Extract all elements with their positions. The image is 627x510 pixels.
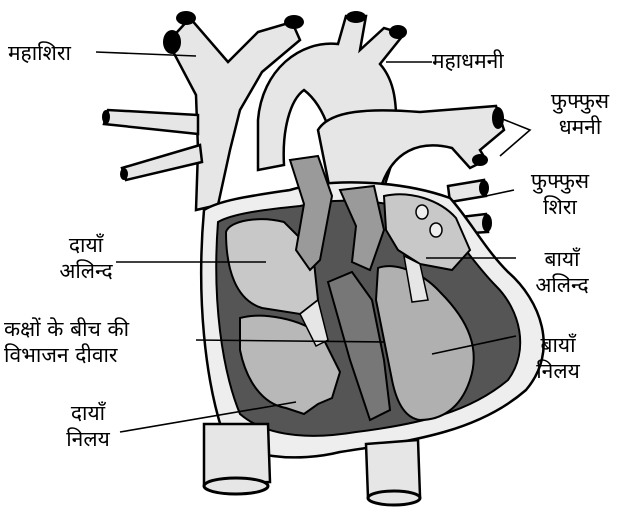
label-aorta: महाधमनी xyxy=(432,48,504,74)
label-left-atrium-line1: बायाँ xyxy=(516,246,608,272)
label-right-atrium-line2: अलिन्द xyxy=(44,258,128,284)
label-right-ventricle-line1: दायाँ xyxy=(46,400,130,426)
pa-opening-1 xyxy=(492,107,504,129)
label-pulmonary-vein-line2: शिरा xyxy=(514,194,606,220)
left-branch-vessel-2 xyxy=(122,145,202,180)
label-left-atrium: बायाँ अलिन्द xyxy=(516,246,608,298)
label-pulmonary-vein: फुफ्फुस शिरा xyxy=(514,168,606,220)
inferior-vena-cava xyxy=(204,424,270,484)
label-right-atrium-line1: दायाँ xyxy=(44,232,128,258)
label-vena-cava: महाशिरा xyxy=(8,40,71,66)
ivc-opening xyxy=(204,478,268,494)
branch-opening-2 xyxy=(120,168,128,180)
aorta-opening-1 xyxy=(346,11,366,23)
leader-pulmonary-vein xyxy=(486,190,514,196)
label-pulmonary-artery-line2: धमनी xyxy=(534,114,626,140)
label-septum-line2: विभाजन दीवार xyxy=(4,342,129,368)
label-pulmonary-artery: फुफ्फुस धमनी xyxy=(534,88,626,140)
pv-opening-1 xyxy=(479,180,489,196)
label-left-ventricle-line2: निलय xyxy=(516,358,600,384)
branch-opening-1 xyxy=(102,110,110,124)
leader-pulmonary-artery xyxy=(500,118,530,156)
label-right-atrium: दायाँ अलिन्द xyxy=(44,232,128,284)
label-right-ventricle: दायाँ निलय xyxy=(46,400,130,452)
svc-opening-1 xyxy=(163,30,181,54)
svc-opening-2 xyxy=(176,11,196,25)
svc-opening-3 xyxy=(284,15,304,29)
label-right-ventricle-line2: निलय xyxy=(46,426,130,452)
pv-opening-2 xyxy=(482,214,492,232)
label-pulmonary-artery-line1: फुफ्फुस xyxy=(534,88,626,114)
label-left-ventricle-line1: बायाँ xyxy=(516,332,600,358)
da-opening xyxy=(368,491,420,505)
label-septum-line1: कक्षों के बीच की xyxy=(4,316,129,342)
label-pulmonary-vein-line1: फुफ्फुस xyxy=(514,168,606,194)
descending-aorta xyxy=(366,440,420,498)
pa-opening-2 xyxy=(472,154,488,166)
label-left-atrium-line2: अलिन्द xyxy=(516,272,608,298)
pv-inlet-2 xyxy=(430,223,442,237)
pv-inlet-1 xyxy=(416,205,428,219)
aorta-opening-2 xyxy=(389,25,407,39)
label-left-ventricle: बायाँ निलय xyxy=(516,332,600,384)
left-branch-vessel-1 xyxy=(104,110,198,134)
label-septum: कक्षों के बीच की विभाजन दीवार xyxy=(4,316,129,368)
pulmonary-artery xyxy=(318,106,504,190)
